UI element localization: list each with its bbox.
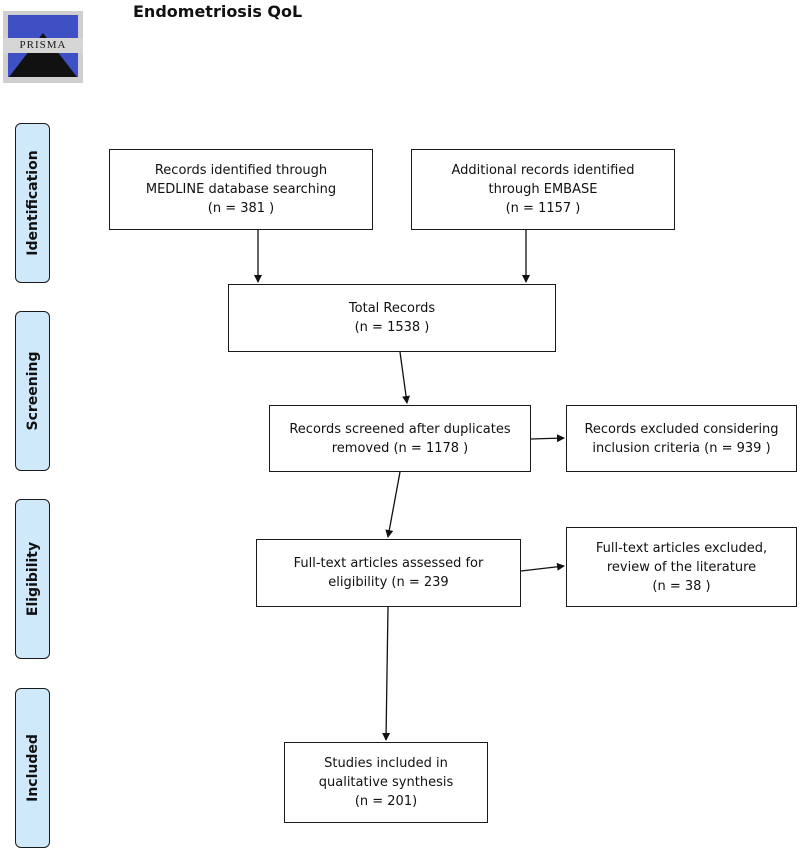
box-total-records: Total Records (n = 1538 ) (228, 284, 556, 352)
phase-identification: Identification (15, 123, 50, 283)
box-fulltext-excluded-line-2: review of the literature (606, 559, 757, 575)
phase-eligibility: Eligibility (15, 499, 50, 659)
box-fulltext-line-1: Full-text articles assessed for (293, 556, 484, 571)
arrow-fulltext-to-included (382, 606, 391, 741)
box-embase-line-1: Additional records identified (451, 163, 635, 178)
box-medline-records: Records identified through MEDLINE datab… (109, 149, 373, 230)
box-fulltext-line-2: eligibility (n = 239 (328, 575, 449, 590)
box-included-line-1: Studies included in (324, 756, 448, 771)
box-screened-line-1: Records screened after duplicates (289, 421, 511, 437)
box-studies-included: Studies included in qualitative synthesi… (284, 742, 488, 823)
box-embase-records: Additional records identified through EM… (411, 149, 675, 230)
arrow-fulltext-to-excluded (520, 562, 565, 572)
box-records-excluded: Records excluded considering inclusion c… (566, 405, 797, 472)
box-fulltext-excluded-line-3: (n = 38 ) (652, 578, 711, 594)
arrow-screened-to-fulltext (385, 471, 401, 538)
box-fulltext-assessed: Full-text articles assessed for eligibil… (256, 539, 521, 607)
box-embase-line-2: through EMBASE (488, 182, 598, 197)
arrow-screened-to-excluded (530, 434, 565, 443)
box-medline-line-3: (n = 381 ) (207, 201, 275, 216)
box-records-screened: Records screened after duplicates remove… (269, 405, 531, 472)
box-total-line-1: Total Records (348, 301, 436, 316)
box-screened-line-2: removed (n = 1178 ) (331, 440, 469, 456)
box-medline-line-1: Records identified through (154, 163, 328, 178)
box-excluded-line-1: Records excluded considering (584, 421, 779, 437)
box-medline-line-2: MEDLINE database searching (145, 182, 337, 197)
box-total-line-2: (n = 1538 ) (354, 320, 430, 335)
box-fulltext-excluded: Full-text articles excluded, review of t… (566, 527, 797, 607)
box-fulltext-excluded-line-1: Full-text articles excluded, (595, 540, 768, 556)
page-title: Endometriosis QoL (133, 2, 303, 21)
logo-text: PRISMA (19, 39, 67, 51)
box-excluded-line-2: inclusion criteria (n = 939 ) (592, 440, 771, 456)
box-included-line-2: qualitative synthesis (318, 775, 454, 790)
phase-screening: Screening (15, 311, 50, 471)
arrow-total-to-screened (399, 351, 411, 404)
prisma-logo: PRISMA (3, 11, 83, 83)
box-embase-line-3: (n = 1157 ) (505, 201, 581, 216)
phase-included: Included (15, 688, 50, 848)
box-included-line-3: (n = 201) (354, 794, 418, 809)
